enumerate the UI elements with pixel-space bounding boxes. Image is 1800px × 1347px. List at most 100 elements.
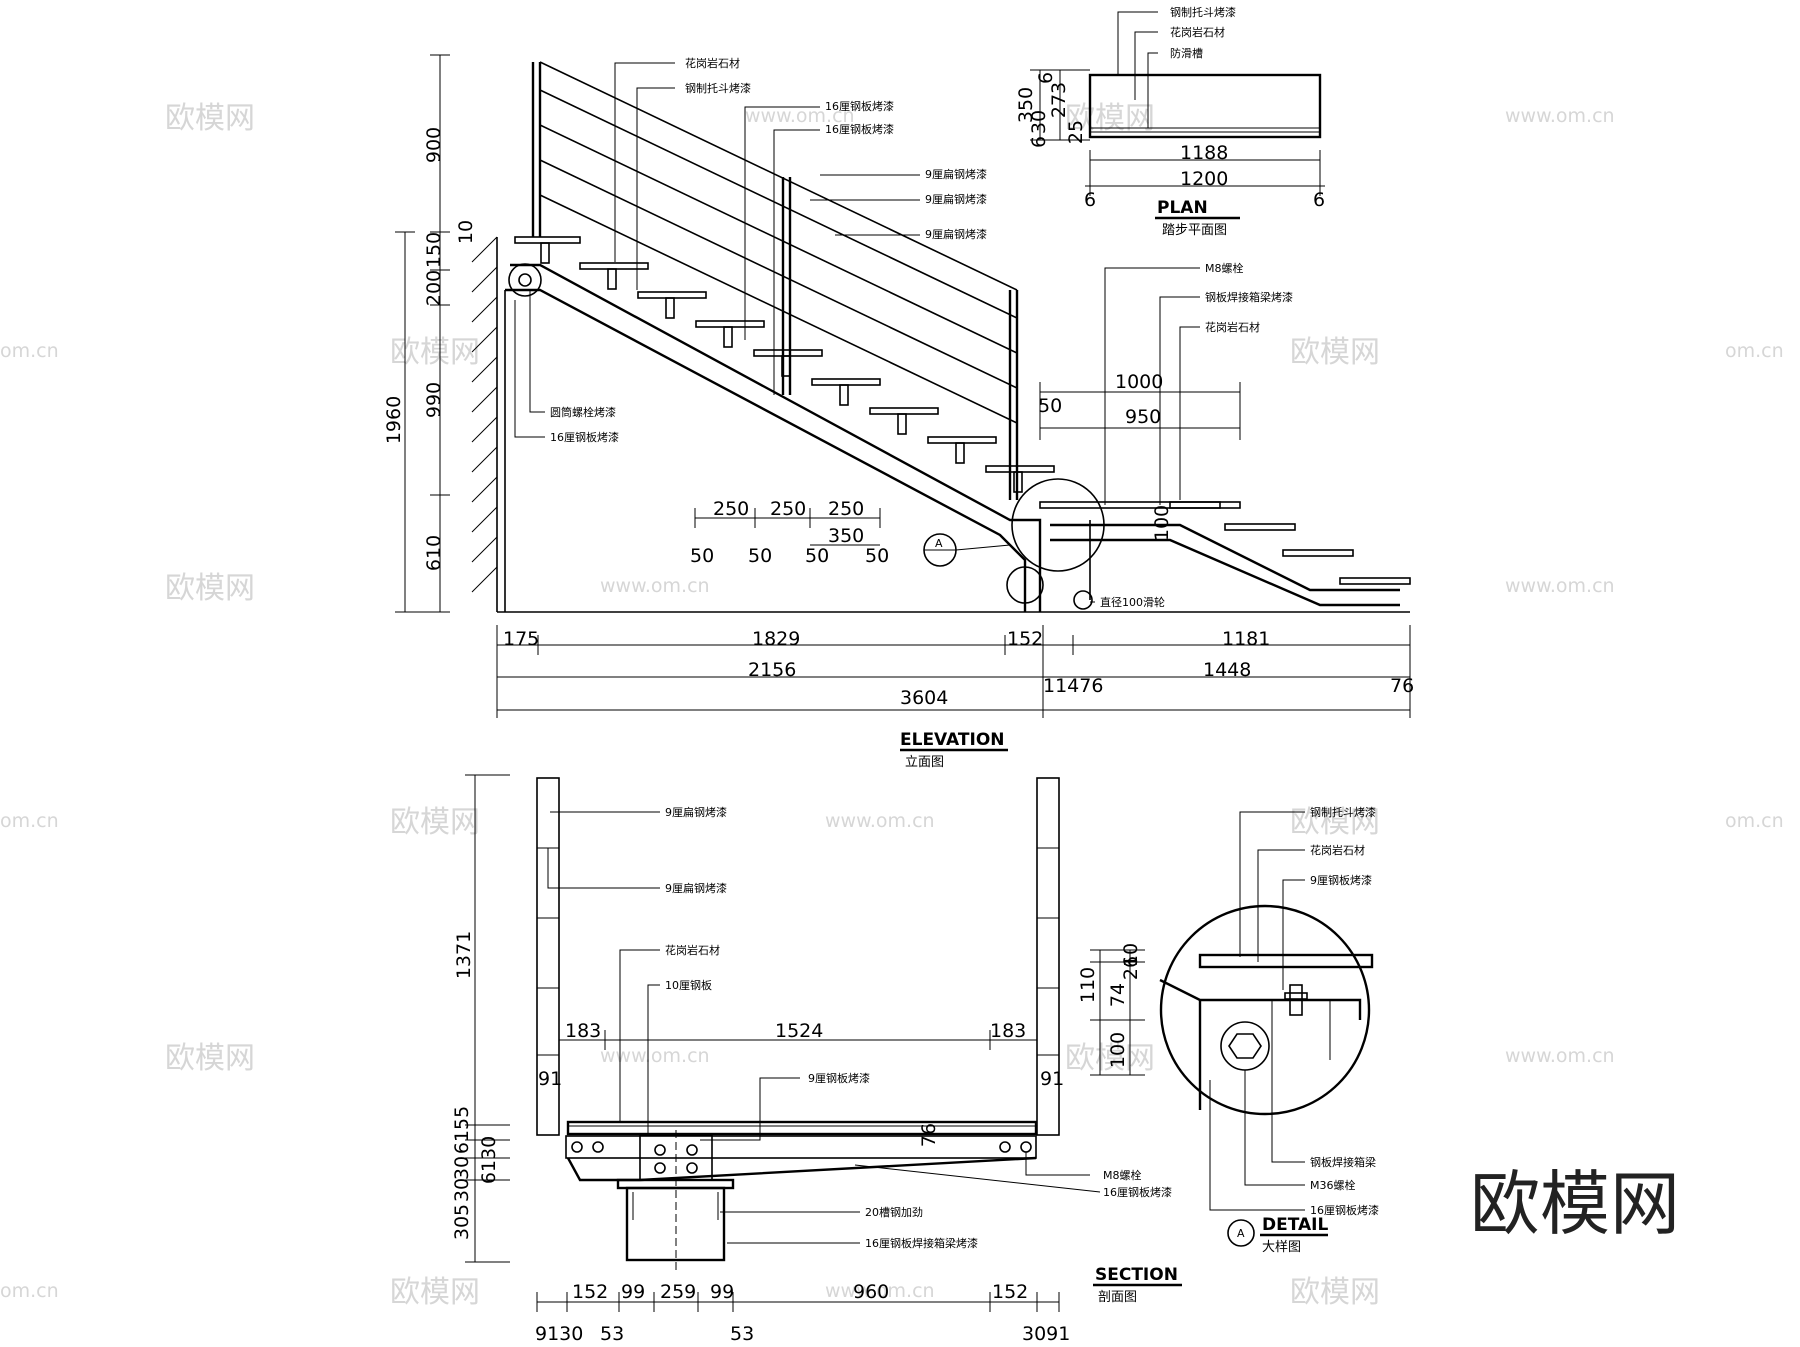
- round-bolt: [508, 263, 542, 297]
- dim-6: 6: [1084, 189, 1096, 211]
- granite-slab: [566, 1120, 1038, 1136]
- left-post: [536, 777, 560, 1136]
- dim-50: 50: [805, 545, 829, 567]
- dim-900: 900: [423, 127, 445, 163]
- tread: [1224, 523, 1296, 531]
- dim-30: 30: [451, 1178, 473, 1202]
- dim-3604: 3604: [900, 687, 948, 709]
- watermark: 欧模网: [390, 1275, 480, 1310]
- watermark: www.om.cn: [825, 1280, 935, 1302]
- connector-bolts: [654, 1144, 698, 1174]
- elevation-bottom-dimensions: 175 1829 152 1181 2156 1448 3604 11476 7…: [496, 625, 1414, 718]
- right-post: [1036, 777, 1060, 1136]
- label: 9厘钢板烤漆: [808, 1071, 870, 1085]
- dim-175: 175: [503, 628, 539, 650]
- pulley-wheel-small: [1073, 590, 1093, 610]
- watermark: 欧模网: [165, 571, 255, 606]
- section-dimensions: 1371 30 6155 6130 30 305 183 1524 183 91…: [451, 774, 1070, 1345]
- detail-marker-circle: [1227, 1219, 1255, 1247]
- label: 钢制托斗烤漆: [685, 81, 751, 95]
- dim-50: 50: [748, 545, 772, 567]
- watermark: 欧模网: [165, 101, 255, 136]
- watermark-layer: 欧模网 www.om.cn www.om.cn 欧模网 om.cn 欧模网 欧模…: [0, 101, 1784, 1310]
- wall-hatch: [471, 236, 498, 593]
- dim-1524: 1524: [775, 1020, 823, 1042]
- section-title-text: SECTION: [1095, 1265, 1178, 1285]
- dim-11476: 11476: [1043, 675, 1103, 697]
- dim-183: 183: [565, 1020, 601, 1042]
- dim-30: 30: [451, 1156, 473, 1180]
- dim-30: 30: [1028, 110, 1050, 134]
- dim-1448: 1448: [1203, 659, 1251, 681]
- tread: [637, 291, 707, 299]
- dim-91: 91: [538, 1068, 562, 1090]
- label: 9厘钢板烤漆: [1310, 873, 1372, 887]
- tread: [753, 349, 823, 357]
- dim-26: 26: [1120, 956, 1142, 980]
- watermark: www.om.cn: [1505, 105, 1615, 127]
- dim-950: 950: [1125, 406, 1161, 428]
- dim-6: 6: [1035, 72, 1057, 84]
- tray-bolts: [571, 1141, 1032, 1153]
- detail-bolt-m8: [1289, 984, 1303, 1016]
- dim-250: 250: [828, 498, 864, 520]
- tread: [985, 465, 1055, 473]
- tread: [579, 262, 649, 270]
- label: 花岗岩石材: [665, 943, 720, 957]
- label: 16厘钢板烤漆: [1103, 1185, 1172, 1199]
- tread: [1282, 549, 1354, 557]
- detail-view: 钢制托斗烤漆 花岗岩石材 9厘钢板烤漆 钢板焊接箱梁 M36螺栓 16厘钢板烤漆…: [1077, 805, 1379, 1255]
- dim-76: 76: [1390, 675, 1414, 697]
- watermark: 欧模网: [165, 1041, 255, 1076]
- brand-logo: 欧模网: [1470, 1163, 1680, 1245]
- elevation-labels: 花岗岩石材 钢制托斗烤漆 16厘钢板烤漆 16厘钢板烤漆 9厘扁钢烤漆 9厘扁钢…: [550, 56, 1293, 609]
- detail-a-circle: [1011, 478, 1105, 572]
- plan-title-cn: 踏步平面图: [1162, 223, 1227, 238]
- detail-beam-top: [1159, 978, 1362, 1020]
- elevation-title: ELEVATION 立面图: [900, 730, 1008, 770]
- label: 9厘扁钢烤漆: [665, 805, 727, 819]
- label: 花岗岩石材: [1170, 25, 1225, 39]
- label: 花岗岩石材: [1310, 843, 1365, 857]
- watermark: www.om.cn: [600, 1045, 710, 1067]
- dim-960: 960: [853, 1281, 889, 1303]
- dim-305: 305: [451, 1204, 473, 1240]
- dim-50: 50: [865, 545, 889, 567]
- detail-leaders: [1209, 811, 1305, 1211]
- watermark: 欧模网: [1290, 805, 1380, 840]
- section-marker-a: A: [923, 533, 1011, 567]
- dim-152: 152: [1007, 628, 1043, 650]
- dim-1181: 1181: [1222, 628, 1270, 650]
- elevation-title-cn: 立面图: [905, 755, 944, 770]
- label: 钢板焊接箱梁: [1310, 1155, 1376, 1169]
- round-bolt-core: [518, 273, 532, 287]
- tread: [695, 320, 765, 328]
- label: 9厘扁钢烤漆: [925, 227, 987, 241]
- post-tabs: [537, 847, 1059, 1056]
- main-stringer-bottom: [505, 288, 1027, 612]
- section-marker-label: A: [935, 537, 943, 550]
- dim-183: 183: [990, 1020, 1026, 1042]
- dim-6155: 6155: [451, 1106, 473, 1154]
- label: 16厘钢板烤漆: [825, 99, 894, 113]
- watermark: om.cn: [1725, 810, 1784, 832]
- detail-nut: [1228, 1033, 1262, 1059]
- watermark: 欧模网: [1290, 1275, 1380, 1310]
- dim-74: 74: [1107, 983, 1129, 1007]
- dim-76: 76: [918, 1123, 940, 1147]
- tread: [927, 436, 997, 444]
- dim-10: 10: [455, 220, 477, 244]
- detail-marker: A: [1237, 1227, 1245, 1240]
- label: 钢制托斗烤漆: [1310, 805, 1376, 819]
- label: 9厘扁钢烤漆: [665, 881, 727, 895]
- dim-259: 259: [660, 1281, 696, 1303]
- railing: [531, 61, 1019, 500]
- detail-labels: 钢制托斗烤漆 花岗岩石材 9厘钢板烤漆 钢板焊接箱梁 M36螺栓 16厘钢板烤漆: [1310, 805, 1379, 1217]
- tread-dimensions: 250 250 250 350 50 50 50 50: [690, 498, 889, 567]
- landing-tread: [1039, 501, 1221, 509]
- dim-53: 53: [600, 1323, 624, 1345]
- detail-title-text: DETAIL: [1262, 1215, 1328, 1235]
- elevation-view: 花岗岩石材 钢制托斗烤漆 16厘钢板烤漆 16厘钢板烤漆 9厘扁钢烤漆 9厘扁钢…: [383, 54, 1414, 770]
- dim-150: 150: [423, 232, 445, 268]
